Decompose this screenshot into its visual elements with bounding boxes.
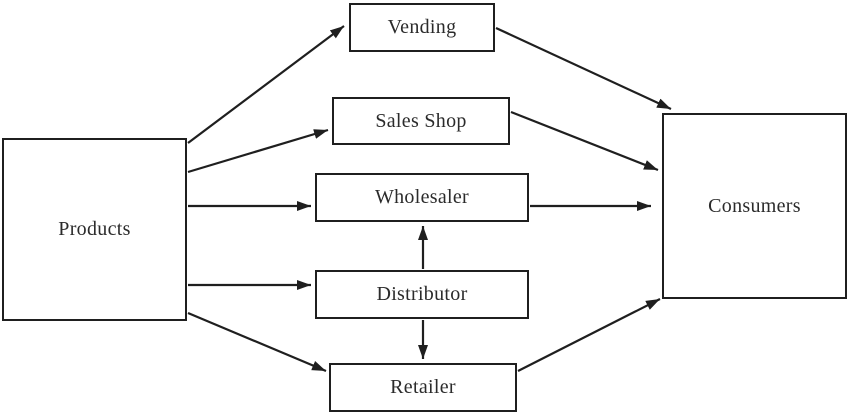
arrow-retailer-consumers: [517, 298, 661, 372]
node-consumers-label: Consumers: [708, 194, 801, 217]
node-products: Products: [2, 138, 187, 321]
arrow-products-vending: [187, 25, 345, 144]
node-retailer-label: Retailer: [390, 376, 456, 398]
arrow-products-retailer: [187, 311, 327, 373]
arrow-vending-consumers: [495, 27, 672, 110]
node-distributor: Distributor: [315, 270, 529, 319]
node-products-label: Products: [58, 218, 131, 240]
node-vending-label: Vending: [387, 16, 457, 38]
arrow-products-sales-shop: [187, 128, 329, 174]
node-consumers: Consumers: [662, 113, 847, 299]
arrow-sales-shop-consumers: [510, 110, 659, 172]
node-wholesaler-label: Wholesaler: [374, 186, 470, 208]
node-wholesaler: Wholesaler: [315, 173, 529, 222]
node-retailer: Retailer: [329, 363, 517, 412]
node-distributor-label: Distributor: [376, 283, 468, 305]
node-sales-shop: Sales Shop: [332, 97, 510, 145]
node-vending: Vending: [349, 3, 495, 52]
node-sales-shop-label: Sales Shop: [375, 109, 467, 132]
